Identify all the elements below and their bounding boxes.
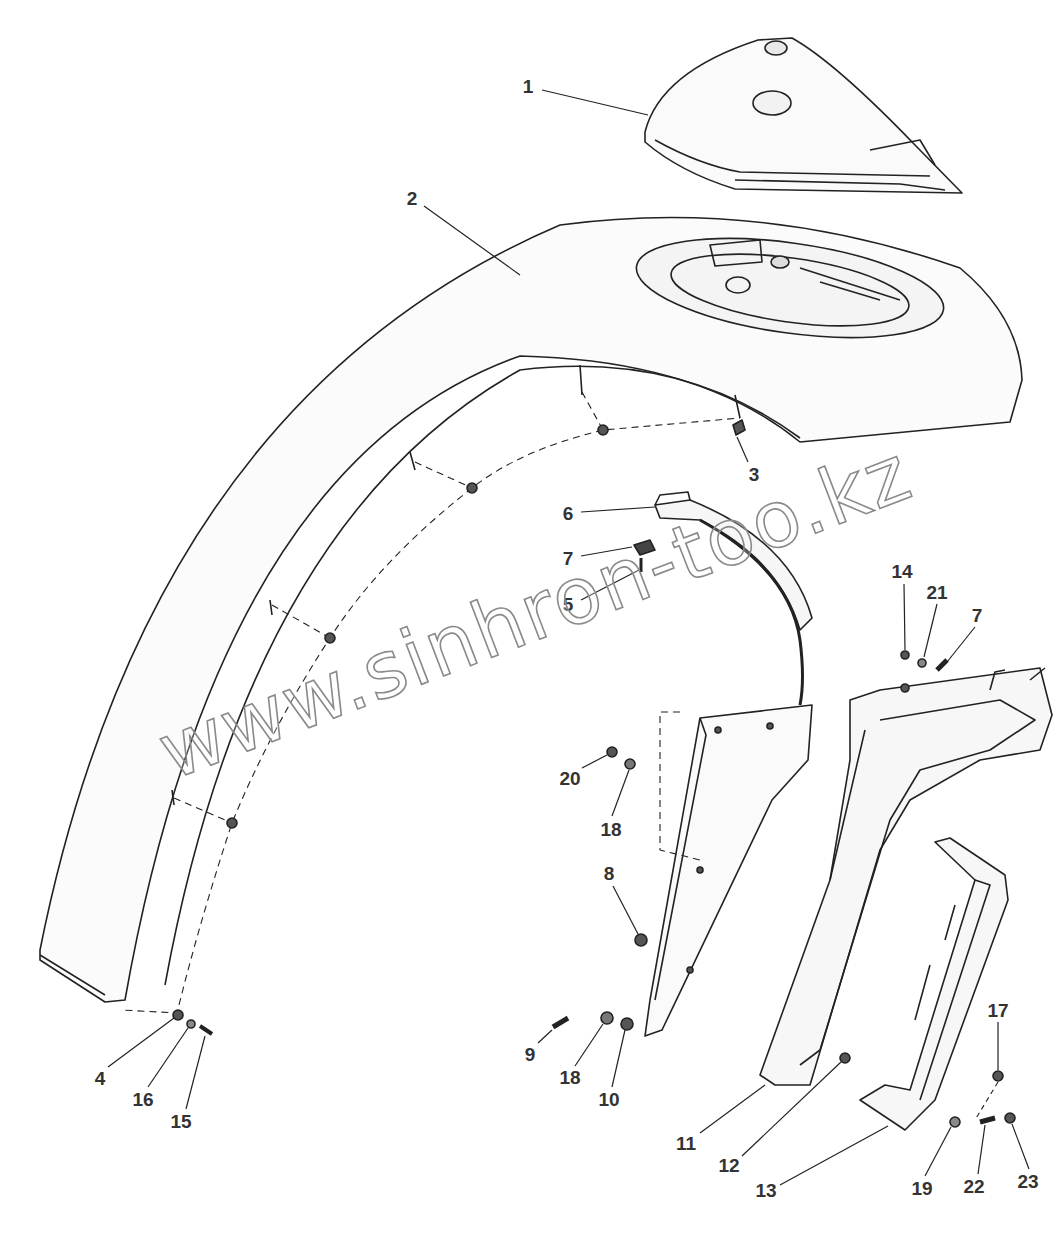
callout-number: 4 <box>95 1069 106 1088</box>
callout-number: 23 <box>1017 1172 1038 1191</box>
callout-number: 8 <box>604 864 615 883</box>
callout-number: 16 <box>132 1090 153 1109</box>
callout-number: 6 <box>563 504 574 523</box>
callout-number: 22 <box>963 1177 984 1196</box>
callout-number: 14 <box>891 562 912 581</box>
callout-number: 7 <box>972 606 983 625</box>
callout-number: 1 <box>523 77 534 96</box>
callout-number: 18 <box>559 1068 580 1087</box>
callout-number: 11 <box>676 1134 696 1153</box>
callout-number: 17 <box>987 1001 1008 1020</box>
callout-number: 10 <box>598 1090 619 1109</box>
callout-number: 21 <box>926 583 947 602</box>
callout-number: 3 <box>749 465 760 484</box>
callout-number: 20 <box>559 769 580 788</box>
callout-number: 15 <box>170 1112 191 1131</box>
callout-number: 19 <box>911 1179 932 1198</box>
callout-number: 2 <box>407 189 418 208</box>
callout-number: 18 <box>600 820 621 839</box>
callout-number: 9 <box>525 1045 536 1064</box>
callout-number: 12 <box>718 1156 739 1175</box>
callout-number: 13 <box>755 1181 776 1200</box>
